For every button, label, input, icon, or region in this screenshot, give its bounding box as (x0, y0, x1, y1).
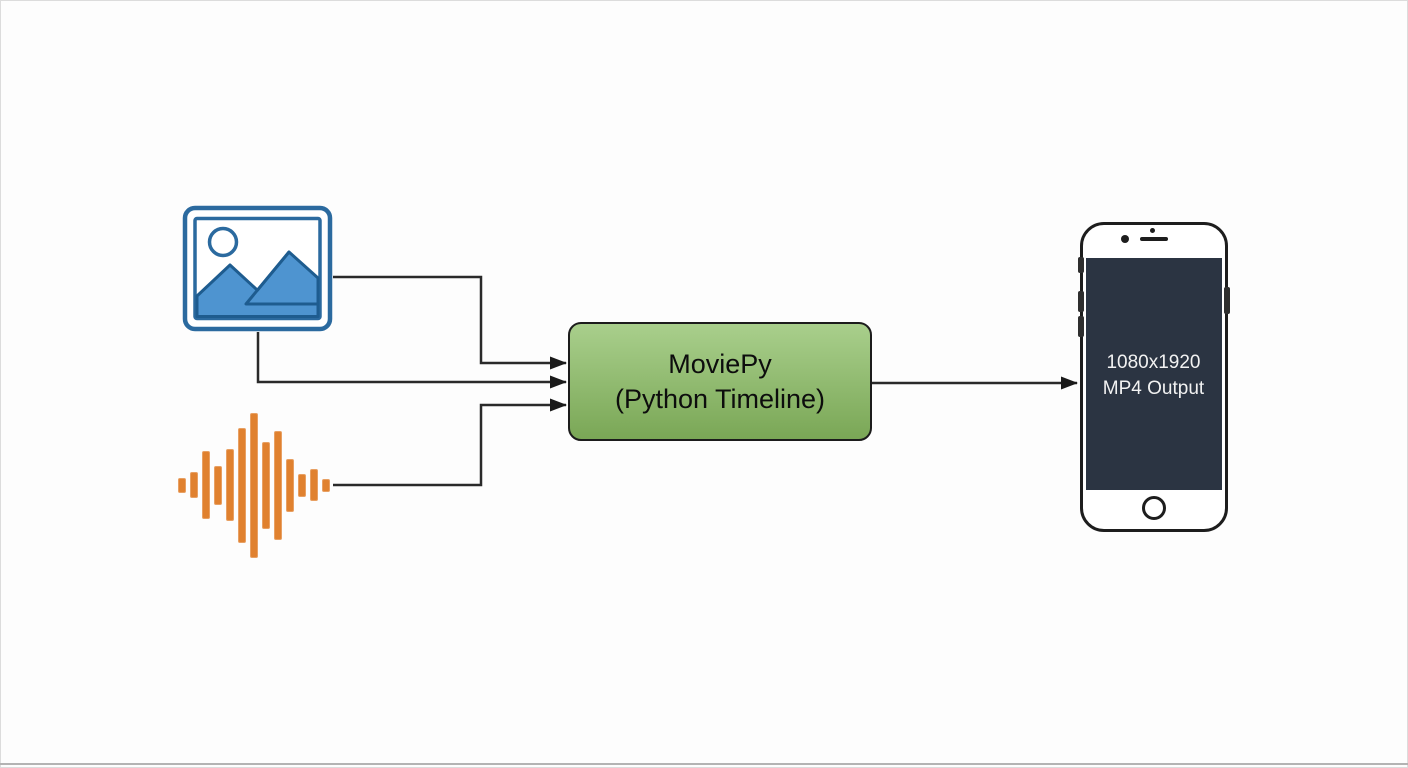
waveform-bar (225, 449, 234, 521)
volume-up-button (1078, 291, 1084, 312)
waveform-bar (261, 441, 270, 529)
connector-audio-to-moviepy (333, 398, 567, 487)
waveform-bar (273, 430, 282, 540)
home-button (1141, 495, 1166, 520)
volume-down-button (1078, 316, 1084, 337)
waveform-bar (321, 478, 330, 492)
screen-resolution-text: 1080x1920 (1106, 351, 1201, 373)
image-icon-graphic (182, 205, 333, 332)
screen-format-text: MP4 Output (1102, 377, 1205, 399)
connector-image-bottom-to-moviepy (256, 332, 567, 389)
waveform-bar (177, 477, 186, 493)
sensor-dot (1150, 227, 1155, 233)
waveform-bar (237, 427, 246, 543)
moviepy-label-line1: MoviePy (668, 348, 772, 379)
waveform-bar (201, 451, 210, 519)
waveform-bar (249, 412, 258, 558)
audio-waveform-icon (177, 410, 330, 560)
smartphone-icon: 1080x1920 MP4 Output (1078, 222, 1230, 532)
waveform-bar (309, 469, 318, 501)
power-button (1224, 287, 1230, 314)
connector-image-right-to-moviepy (333, 275, 567, 370)
waveform-bar (189, 472, 198, 498)
mute-switch (1078, 257, 1084, 273)
waveform-bar (213, 465, 222, 505)
sun-circle (207, 226, 239, 258)
waveform-bar (285, 458, 294, 512)
mountains-shape (195, 250, 320, 318)
camera-dot (1120, 234, 1129, 243)
speaker-slot (1139, 236, 1168, 241)
bottom-border-line (0, 763, 1408, 765)
moviepy-label-line2: (Python Timeline) (614, 383, 826, 414)
image-icon (182, 205, 333, 332)
moviepy-node: MoviePy (Python Timeline) (568, 322, 872, 441)
waveform-bar (297, 473, 306, 497)
phone-screen: 1080x1920 MP4 Output (1085, 257, 1222, 490)
